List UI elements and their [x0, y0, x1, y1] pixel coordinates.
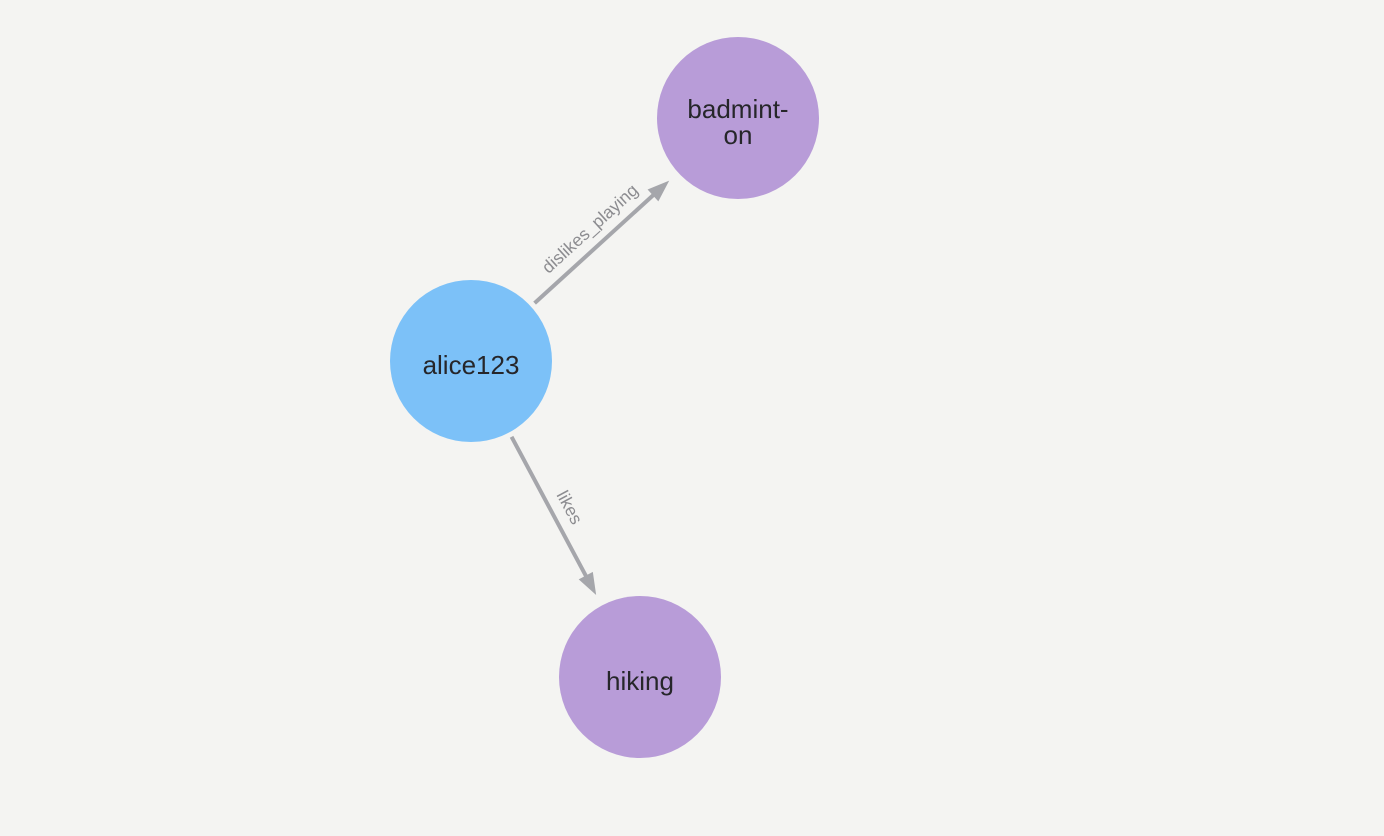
- node-hiking[interactable]: hiking: [559, 596, 721, 758]
- edge-line[interactable]: [509, 435, 591, 582]
- node-badminton[interactable]: badmint-on: [657, 37, 819, 199]
- node-circle[interactable]: [657, 37, 819, 199]
- node-alice123[interactable]: alice123: [390, 280, 552, 442]
- edge-line[interactable]: [533, 189, 659, 305]
- node-circle[interactable]: [559, 596, 721, 758]
- edge-label[interactable]: dislikes_playing: [538, 180, 643, 278]
- edge-dislikes_playing[interactable]: dislikes_playing: [533, 180, 670, 305]
- edge-arrowhead-icon: [578, 571, 597, 595]
- edge-arrowhead-icon: [647, 180, 670, 202]
- node-circle[interactable]: [390, 280, 552, 442]
- edge-likes[interactable]: likes: [509, 435, 597, 595]
